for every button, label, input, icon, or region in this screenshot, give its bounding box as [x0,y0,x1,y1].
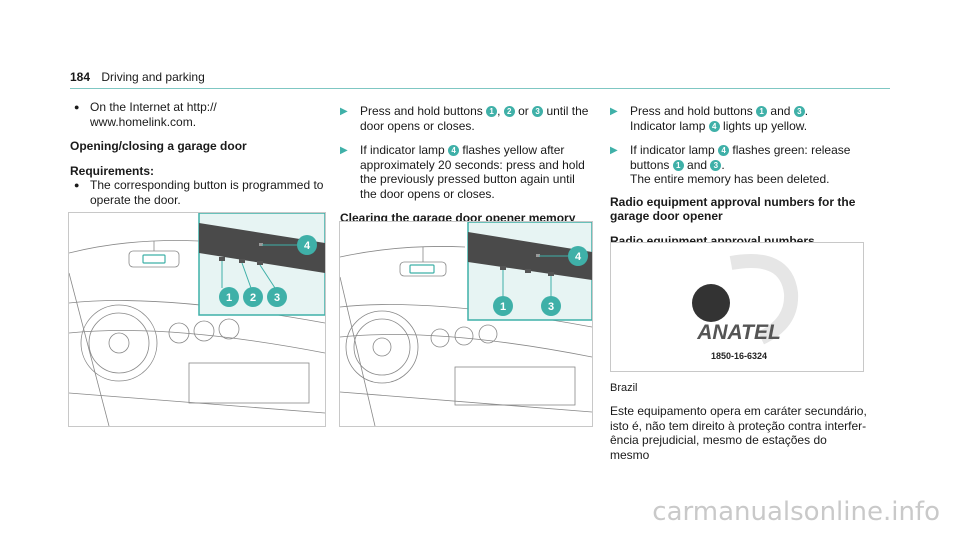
brazil-paragraph: Este equipamento opera em caráter secund… [610,404,867,462]
callout-3: 3 [267,287,287,307]
callout-3-label: 3 [548,301,554,313]
step1-text-a: Press and hold buttons [360,104,487,118]
country-label: Brazil [610,382,638,394]
bullet-text: On the Internet at http:// www.homelink.… [90,100,217,129]
callout-3-label: 3 [274,292,280,304]
callout-1-label: 1 [226,292,232,304]
column-left: ● On the Internet at http:// www.homelin… [70,100,325,207]
figure-anatel-logo: ANATEL 1850-16-6324 [610,242,864,372]
callout-1-label: 1 [500,301,506,313]
callout-4-label: 4 [304,240,311,252]
figure-clearing-illustration: 4 1 3 [340,222,592,426]
step-press-buttons-clear: ▶ Press and hold buttons 1 and 3. Indica… [610,104,872,133]
figure-opening-door: 4 1 2 3 [68,212,326,427]
inline-num-3: 3 [793,106,805,117]
callout-2-label: 2 [250,292,256,304]
page-header-title: Driving and parking [101,70,205,84]
step1-text-b: , [497,104,504,118]
c3-step2-text-a: If indicator lamp [630,143,719,157]
watermark: carmanualsonline.info [652,497,940,527]
c3-step2-text-c: and [683,157,711,172]
inline-num-2: 2 [503,106,515,117]
c3-step2-text-e: The entire memory has been deleted. [630,172,830,186]
page-header: 184 Driving and parking [70,70,205,84]
column-right: ▶ Press and hold buttons 1 and 3. Indica… [610,104,872,248]
anatel-logo: ANATEL 1850-16-6324 [692,254,799,361]
c3-step1-text-b: and [767,104,794,118]
requirement-text: The corresponding button is programmed t… [90,178,324,207]
requirements-label: Requirements: [70,163,155,178]
header-rule [70,88,340,89]
inline-num-4: 4 [708,120,720,132]
section-heading-opening: Opening/closing a garage door [70,139,247,153]
step-indicator-green: ▶ If indicator lamp 4 flashes green: rel… [610,143,872,187]
step2-text-a: If indicator lamp [360,143,449,157]
c3-step1-text-a: Press and hold buttons [630,104,757,118]
callout-4: 4 [297,235,317,255]
bullet-internet: ● On the Internet at http:// www.homelin… [70,100,325,129]
step-arrow-icon: ▶ [610,145,618,156]
inline-num-4: 4 [448,145,460,156]
callout-1: 1 [493,296,513,316]
step-indicator-yellow: ▶ If indicator lamp 4 flashes yellow aft… [340,143,590,201]
inline-num-4: 4 [718,145,730,156]
bullet-requirement: ● The corresponding button is programmed… [70,178,325,207]
c3-step1-text-c: . [804,104,809,118]
callout-1: 1 [219,287,239,307]
step-press-buttons: ▶ Press and hold buttons 1, 2 or 3 until… [340,104,590,133]
c3-step2-text-b: flashes green: release buttons [630,143,851,172]
callout-4-label: 4 [575,251,582,263]
inline-num-1: 1 [756,106,768,117]
c3-step2-text-d: . [721,157,725,172]
step-arrow-icon: ▶ [340,106,348,117]
c3-step1-text-d: Indicator lamp [630,118,709,133]
figure-opening-illustration: 4 1 2 3 [69,213,325,426]
section-heading-radio-approval: Radio equipment approval numbers for the… [610,194,856,224]
anatel-logo-text: ANATEL [696,321,781,344]
column-middle: ▶ Press and hold buttons 1, 2 or 3 until… [340,104,590,226]
step1-text-d: until the door opens or closes. [360,104,589,133]
anatel-number: 1850-16-6324 [711,351,767,361]
step2-text-b: flashes yellow after approximately 20 se… [360,143,585,201]
callout-4: 4 [568,246,588,266]
step1-text-c: or [514,104,533,118]
figure-clearing-memory: 4 1 3 [339,221,593,427]
inline-num-3: 3 [532,106,544,117]
c3-step1-text-e: lights up yellow. [719,118,808,133]
page-number: 184 [70,70,91,84]
step-arrow-icon: ▶ [610,106,618,117]
header-rule-right [340,88,890,89]
bullet-dot: ● [74,180,80,190]
inline-num-1: 1 [672,159,684,171]
inline-num-3: 3 [710,159,722,171]
callout-3: 3 [541,296,561,316]
callout-2: 2 [243,287,263,307]
step-arrow-icon: ▶ [340,145,348,156]
bullet-dot: ● [74,102,80,112]
inline-num-1: 1 [486,106,498,117]
